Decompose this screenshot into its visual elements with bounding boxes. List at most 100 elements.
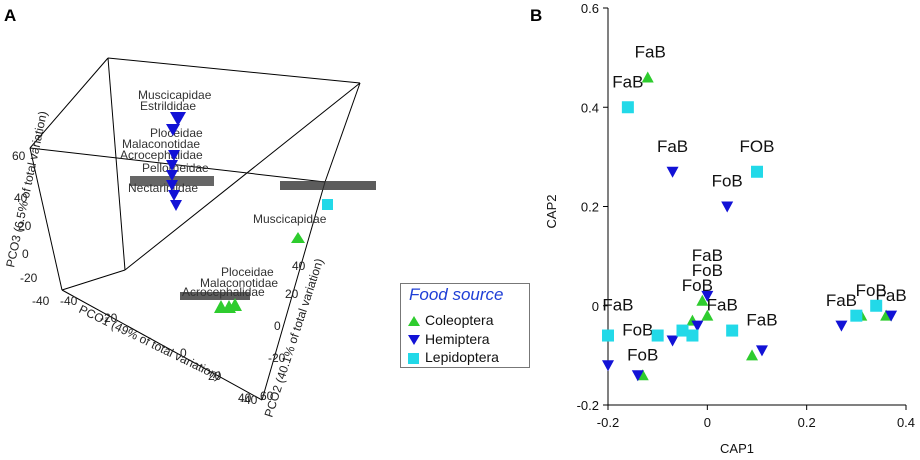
panel-a-letter: A xyxy=(4,6,17,25)
family-label: Pellorneidae xyxy=(142,161,209,175)
legend-item-hemiptera: Hemiptera xyxy=(407,331,490,347)
hemiptera-marker xyxy=(721,201,734,213)
pco1-tick-labels: -40 -20 0 20 40 xyxy=(60,294,252,405)
label-cluster-right xyxy=(280,181,376,190)
pco3-tick: -20 xyxy=(20,271,38,285)
family-label: Malaconotidae xyxy=(200,276,278,290)
hemiptera-marker xyxy=(666,166,679,178)
pco2-tick: -20 xyxy=(268,351,286,365)
square-icon xyxy=(408,353,419,365)
point-annotation: FoB xyxy=(682,276,713,295)
hemiptera-marker xyxy=(666,335,679,347)
point-annotation: FaB xyxy=(876,286,907,305)
legend-item-coleoptera: Coleoptera xyxy=(407,312,494,328)
coleoptera-marker xyxy=(228,298,242,311)
point-annotation: FaB xyxy=(826,291,857,310)
coleoptera-marker xyxy=(701,309,714,321)
point-annotation: FaB xyxy=(707,296,738,315)
pco3-tick: -40 xyxy=(32,294,50,308)
pco1-tick: 40 xyxy=(238,391,252,405)
y-tick-label: 0 xyxy=(592,299,599,314)
panel-b-markers xyxy=(602,71,898,382)
point-annotation: FaB xyxy=(692,246,723,265)
hemiptera-marker xyxy=(168,190,180,201)
family-label: Ploceidae xyxy=(150,126,203,140)
pco2-tick: 40 xyxy=(292,259,306,273)
triangle-up-icon xyxy=(408,316,420,327)
legend-item-lepidoptera: Lepidoptera xyxy=(407,349,499,365)
lepidoptera-marker xyxy=(751,165,763,178)
x-axis-label: CAP1 xyxy=(720,441,754,456)
x-tick-label: 0.4 xyxy=(897,415,915,430)
pco3-tick: 0 xyxy=(22,247,29,261)
lepidoptera-marker xyxy=(870,299,883,312)
family-label: Muscicapidae xyxy=(253,212,327,226)
y-axis-label: CAP2 xyxy=(544,195,559,229)
x-tick-label: 0.2 xyxy=(798,415,816,430)
family-label: Acrocephalidae xyxy=(120,148,203,162)
legend-title: Food source xyxy=(409,285,504,304)
3d-box-frame xyxy=(29,57,361,401)
hemiptera-marker xyxy=(170,112,186,126)
y-tick-label: 0.6 xyxy=(581,1,599,16)
legend-label: Hemiptera xyxy=(425,331,490,347)
triangle-down-icon xyxy=(408,335,420,346)
legend-label: Lepidoptera xyxy=(425,349,499,365)
pco2-tick: -40 xyxy=(240,393,258,407)
lepidoptera-marker xyxy=(676,324,689,337)
pco3-tick-labels: 60 40 20 0 -20 -40 xyxy=(12,149,50,308)
y-tick-label: -0.2 xyxy=(577,398,599,413)
family-label: Malaconotidae xyxy=(122,137,200,151)
coleoptera-marker xyxy=(291,232,305,243)
pco2-tick-labels: -40 -20 0 20 40 60 xyxy=(240,259,306,407)
point-annotation: FoB xyxy=(622,321,653,340)
lepidoptera-marker xyxy=(726,324,739,337)
panel-a-markers xyxy=(166,112,333,313)
coleoptera-marker xyxy=(746,349,759,361)
point-annotation: FaB xyxy=(746,311,777,330)
pco2-tick: 60 xyxy=(260,389,274,403)
legend-label: Coleoptera xyxy=(425,312,494,328)
lepidoptera-marker xyxy=(686,329,699,342)
point-annotation: FaB xyxy=(635,43,666,62)
point-annotation: FoB xyxy=(692,261,723,280)
pco2-tick: 0 xyxy=(274,319,281,333)
hemiptera-marker xyxy=(166,160,178,171)
lepidoptera-marker xyxy=(322,199,333,210)
y-tick-label: 0.2 xyxy=(581,200,599,215)
family-label: Muscicapidae xyxy=(138,88,212,102)
point-annotation: FaB xyxy=(612,72,643,91)
coleoptera-marker xyxy=(641,71,654,83)
pco2-tick: 20 xyxy=(285,287,299,301)
hemiptera-marker xyxy=(691,320,704,332)
hemiptera-marker xyxy=(602,360,614,372)
lepidoptera-marker xyxy=(602,329,614,342)
hemiptera-marker xyxy=(631,370,644,382)
point-annotation: FoB xyxy=(712,172,743,191)
panel-b-letter: B xyxy=(530,6,543,25)
point-annotation: FoB xyxy=(856,281,887,300)
hemiptera-marker xyxy=(168,150,180,161)
label-cluster-bottom xyxy=(180,292,250,300)
hemiptera-marker xyxy=(166,170,178,181)
point-annotation: FaB xyxy=(657,137,688,156)
y-tick-label: 0.4 xyxy=(581,100,599,115)
family-label: Ploceidae xyxy=(221,265,274,279)
hemiptera-marker xyxy=(170,200,182,211)
pco3-tick: 20 xyxy=(18,219,32,233)
panel-a-3d-scatter: 60 40 20 0 -20 -40 PCO3 (6.5% of total v… xyxy=(3,57,376,419)
legend: Food source Coleoptera Hemiptera Lepidop… xyxy=(400,283,530,368)
point-annotation: FaB xyxy=(602,296,633,315)
pco1-tick: 20 xyxy=(208,369,222,383)
lepidoptera-marker xyxy=(621,101,634,114)
pco3-tick: 60 xyxy=(12,149,26,163)
x-tick-label: 0 xyxy=(704,415,711,430)
hemiptera-marker xyxy=(166,180,178,191)
lepidoptera-marker xyxy=(850,309,863,322)
hemiptera-marker xyxy=(701,290,714,302)
pco1-tick: -20 xyxy=(100,311,118,325)
hemiptera-marker xyxy=(755,345,768,357)
